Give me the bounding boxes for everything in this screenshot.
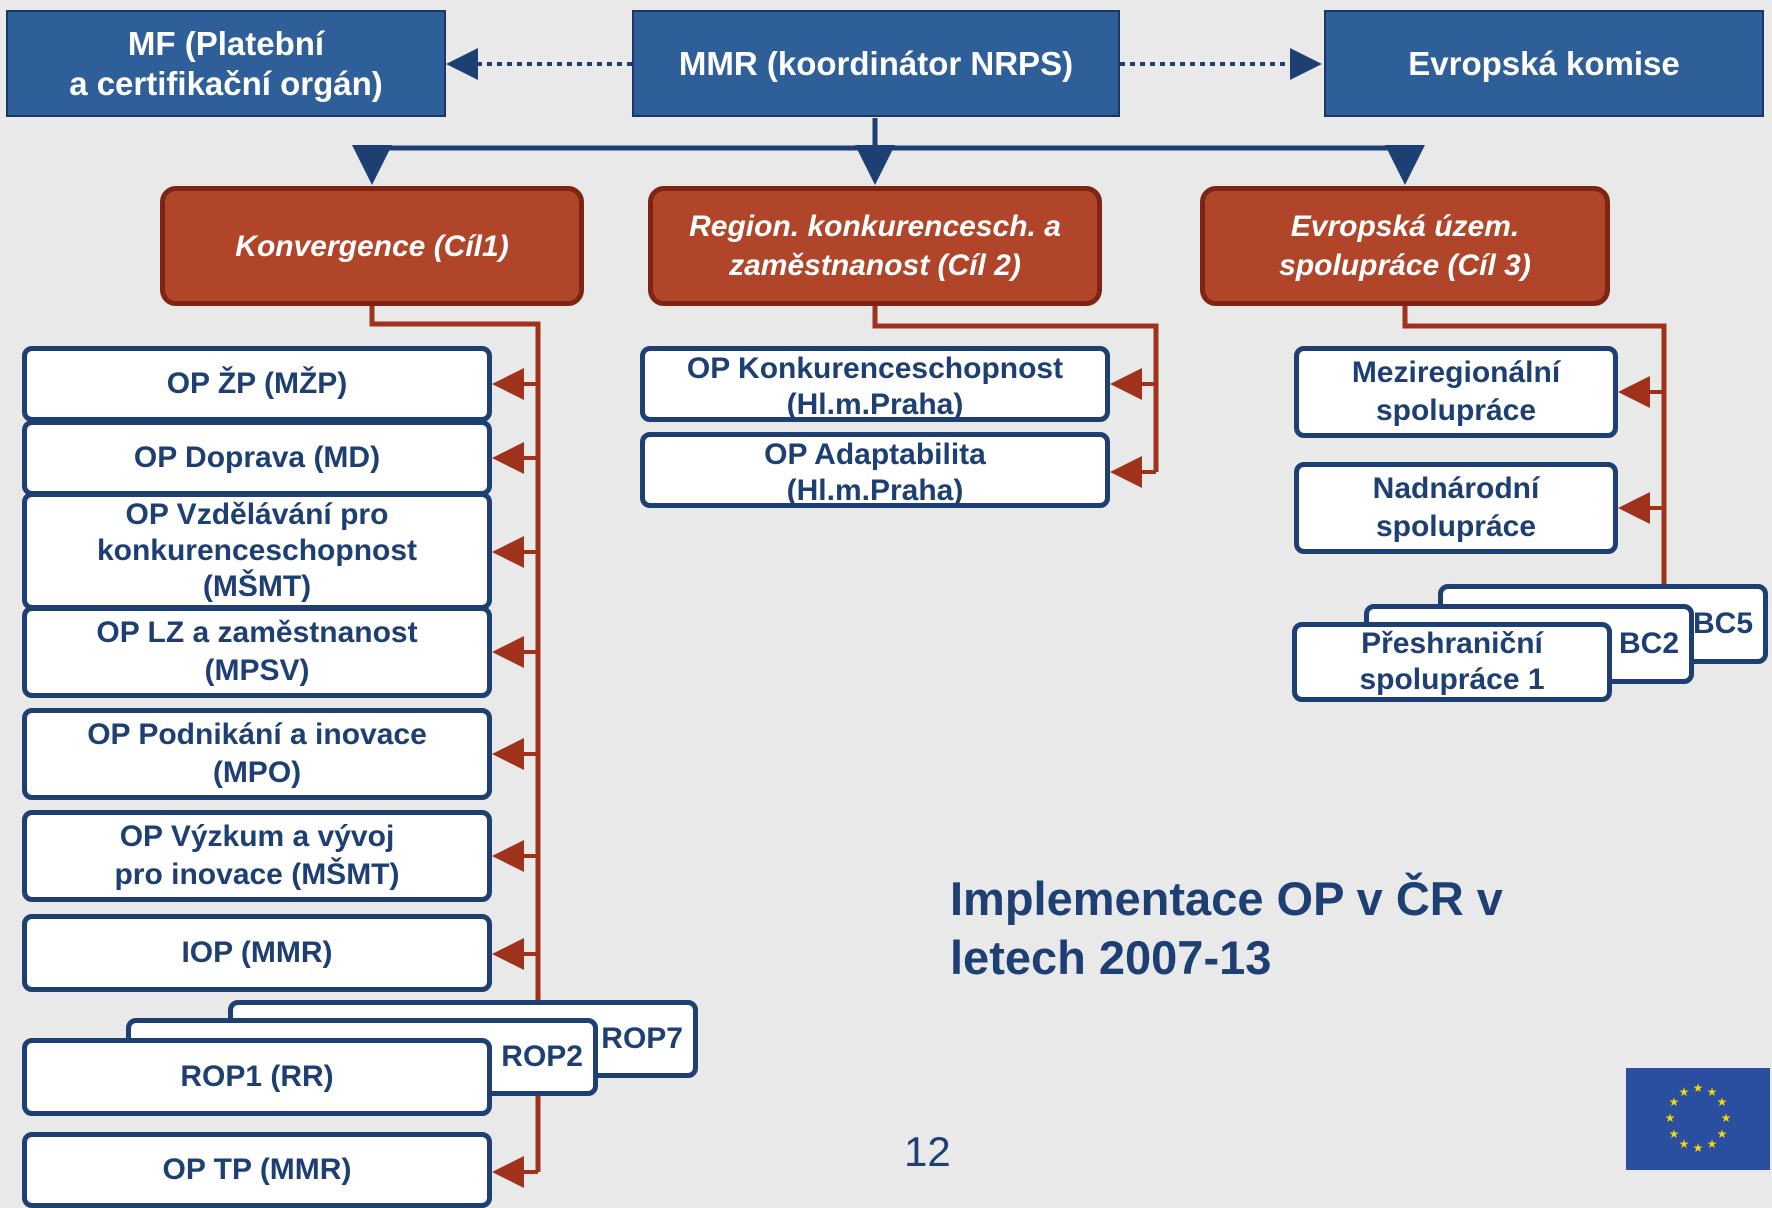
preshranicni-line2: spolupráce 1 <box>1359 663 1545 696</box>
caption-line2: letech 2007-13 <box>950 930 1272 984</box>
op-iop-label: IOP (MMR) <box>181 935 333 969</box>
mmr-box: MMR (koordinátor NRPS) <box>632 10 1120 117</box>
op-vzdelavani-line2: konkurenceschopnost <box>96 534 418 567</box>
op-konkurenceschopnost-line2: (Hl.m.Praha) <box>786 388 964 421</box>
rop1-label: ROP1 (RR) <box>180 1059 334 1093</box>
preshranicni-box: Přeshraniční spolupráce 1 <box>1292 622 1612 702</box>
cil3-label-line1: Evropská územ. <box>1290 210 1520 243</box>
cil2-label-line2: zaměstnanost (Cíl 2) <box>729 249 1021 282</box>
mmr-label: MMR (koordinátor NRPS) <box>678 44 1074 82</box>
op-konkurenceschopnost-box: OP Konkurenceschopnost (Hl.m.Praha) <box>640 346 1110 422</box>
svg-text:★: ★ <box>1665 1111 1676 1125</box>
op-zp-box: OP ŽP (MŽP) <box>22 346 492 422</box>
op-vyzkum-line1: OP Výzkum a vývoj <box>119 819 395 853</box>
page-number: 12 <box>904 1128 951 1175</box>
op-vyzkum-line2: pro inovace (MŠMT) <box>114 858 400 891</box>
meziregionalni-line2: spolupráce <box>1375 394 1537 427</box>
mf-label-line2: a certifikační orgán) <box>69 64 383 102</box>
op-vzdelavani-line3: (MŠMT) <box>202 570 312 603</box>
op-konkurenceschopnost-line1: OP Konkurenceschopnost <box>686 352 1064 385</box>
op-doprava-box: OP Doprava (MD) <box>22 420 492 496</box>
svg-text:★: ★ <box>1707 1085 1718 1099</box>
nadnarodni-line1: Nadnárodní <box>1372 471 1540 505</box>
rop1-box: ROP1 (RR) <box>22 1038 492 1116</box>
op-iop-box: IOP (MMR) <box>22 914 492 992</box>
op-doprava-label: OP Doprava (MD) <box>133 440 381 474</box>
op-tp-label: OP TP (MMR) <box>162 1152 352 1186</box>
op-zp-label: OP ŽP (MŽP) <box>166 366 348 400</box>
ek-box: Evropská komise <box>1324 10 1764 117</box>
op-podnikani-line1: OP Podnikání a inovace <box>87 717 427 751</box>
meziregionalni-box: Meziregionální spolupráce <box>1294 346 1618 438</box>
svg-text:★: ★ <box>1693 1141 1704 1155</box>
op-vyzkum-box: OP Výzkum a vývoj pro inovace (MŠMT) <box>22 810 492 902</box>
mf-box: MF (Platební a certifikační orgán) <box>6 10 446 117</box>
caption-line1: Implementace OP v ČR v <box>950 872 1503 925</box>
slide-caption: Implementace OP v ČR v letech 2007-13 <box>950 870 1503 988</box>
ek-label: Evropská komise <box>1408 44 1680 82</box>
cil3-label-line2: spolupráce (Cíl 3) <box>1279 249 1531 282</box>
rop2-label: ROP2 <box>501 1039 583 1073</box>
op-adaptabilita-line2: (Hl.m.Praha) <box>786 474 964 507</box>
cil2-box: Region. konkurencesch. a zaměstnanost (C… <box>648 186 1102 306</box>
svg-text:★: ★ <box>1669 1095 1680 1109</box>
svg-text:★: ★ <box>1679 1085 1690 1099</box>
svg-text:★: ★ <box>1669 1127 1680 1141</box>
svg-text:★: ★ <box>1693 1081 1704 1095</box>
svg-text:★: ★ <box>1707 1137 1718 1151</box>
op-lz-line2: (MPSV) <box>204 654 310 687</box>
op-lz-box: OP LZ a zaměstnanost (MPSV) <box>22 606 492 698</box>
cil3-box: Evropská územ. spolupráce (Cíl 3) <box>1200 186 1610 306</box>
eu-stars-icon: ★★★ ★★★ ★★★ ★★★ <box>1665 1081 1732 1155</box>
cil1-label: Konvergence (Cíl1) <box>235 229 509 263</box>
svg-text:★: ★ <box>1717 1127 1728 1141</box>
eu-flag-icon: ★★★ ★★★ ★★★ ★★★ <box>1626 1068 1770 1170</box>
op-podnikani-line2: (MPO) <box>212 756 302 789</box>
rop7-label: ROP7 <box>601 1021 683 1055</box>
cil1-box: Konvergence (Cíl1) <box>160 186 584 306</box>
op-adaptabilita-line1: OP Adaptabilita <box>764 438 986 471</box>
op-podnikani-box: OP Podnikání a inovace (MPO) <box>22 708 492 800</box>
op-vzdelavani-line1: OP Vzdělávání pro <box>125 498 389 531</box>
svg-text:★: ★ <box>1717 1095 1728 1109</box>
nadnarodni-box: Nadnárodní spolupráce <box>1294 462 1618 554</box>
meziregionalni-line1: Meziregionální <box>1351 355 1561 389</box>
op-vzdelavani-box: OP Vzdělávání pro konkurenceschopnost (M… <box>22 492 492 610</box>
svg-text:★: ★ <box>1721 1111 1732 1125</box>
svg-text:★: ★ <box>1679 1137 1690 1151</box>
preshranicni-line1: Přeshraniční <box>1361 627 1543 660</box>
op-tp-box: OP TP (MMR) <box>22 1132 492 1208</box>
bc5-label: BC5 <box>1692 606 1753 640</box>
cil2-label-line1: Region. konkurencesch. a <box>689 210 1061 243</box>
bc2-label: BC2 <box>1618 626 1679 660</box>
nadnarodni-line2: spolupráce <box>1375 510 1537 543</box>
op-adaptabilita-box: OP Adaptabilita (Hl.m.Praha) <box>640 432 1110 508</box>
mf-label-line1: MF (Platební <box>127 24 325 62</box>
op-lz-line1: OP LZ a zaměstnanost <box>96 615 418 649</box>
